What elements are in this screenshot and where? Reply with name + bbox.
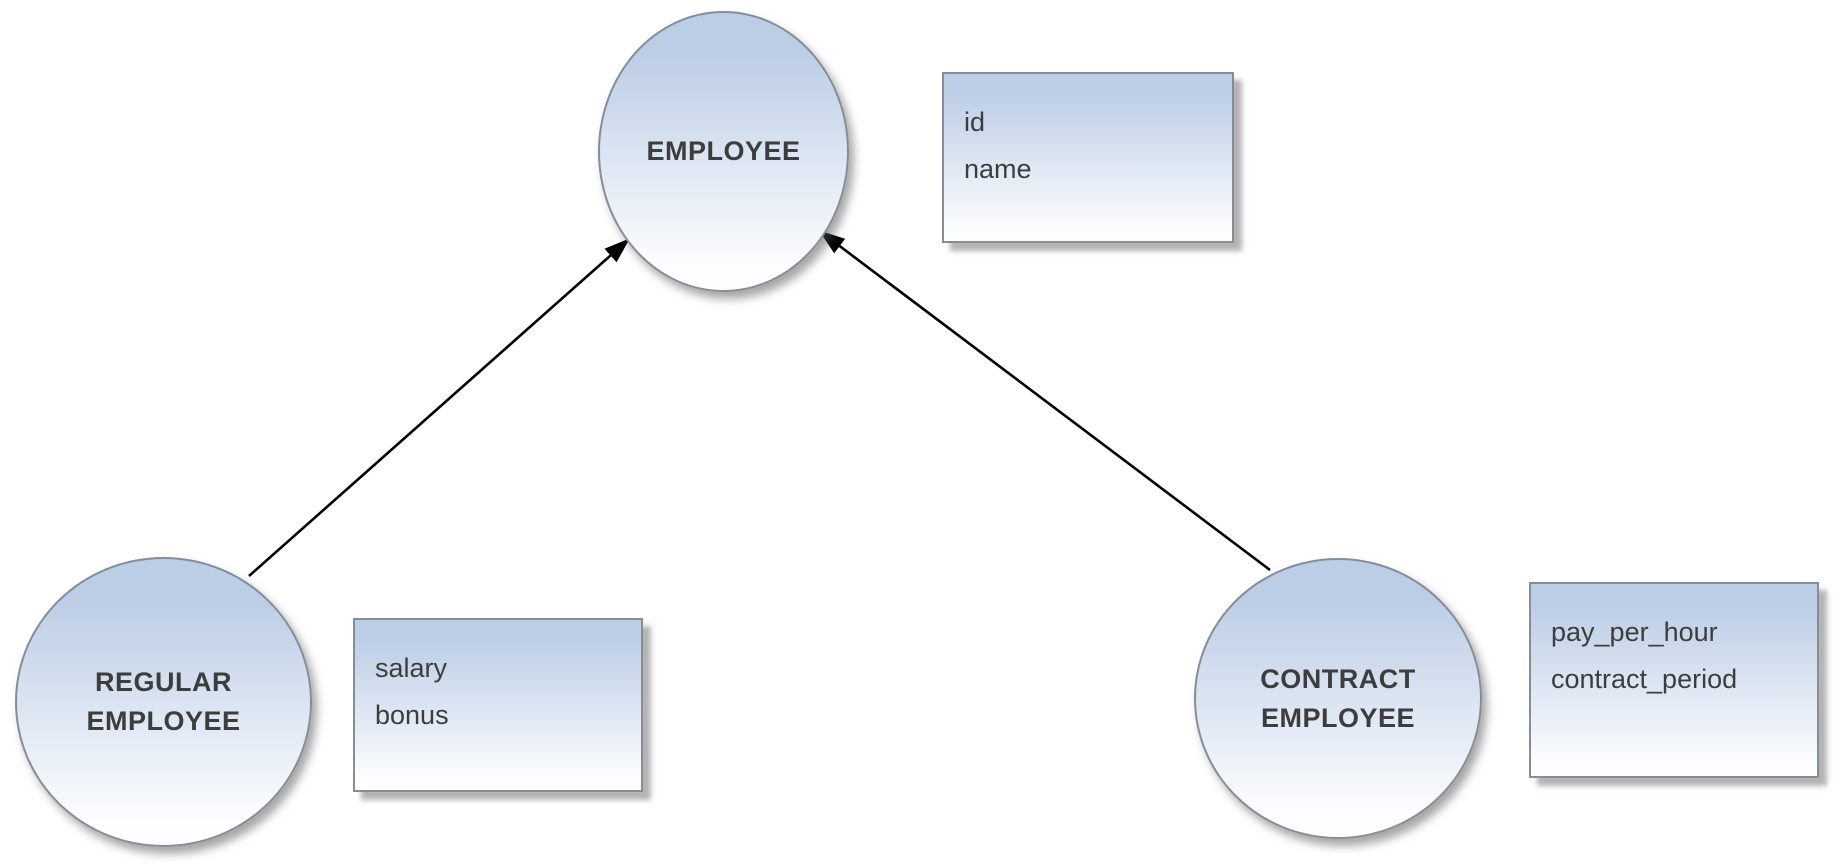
attribute-item: name bbox=[964, 154, 1032, 184]
attributes-box-contract-employee[interactable]: pay_per_hour contract_period bbox=[1529, 582, 1819, 778]
attribute-item: contract_period bbox=[1551, 664, 1738, 694]
edge-contract-to-employee[interactable] bbox=[818, 230, 1271, 572]
attribute-item: bonus bbox=[375, 700, 449, 730]
entity-label-regular-employee-line1: REGULAR bbox=[95, 667, 232, 697]
entity-node-employee[interactable]: EMPLOYEE bbox=[598, 11, 849, 292]
entity-label-regular-employee-line2: EMPLOYEE bbox=[86, 706, 241, 736]
entity-label-employee: EMPLOYEE bbox=[646, 136, 801, 166]
attributes-box-employee[interactable]: id name bbox=[942, 72, 1234, 243]
entity-node-contract-employee[interactable]: CONTRACT EMPLOYEE bbox=[1194, 558, 1482, 839]
entity-node-regular-employee[interactable]: REGULAR EMPLOYEE bbox=[15, 557, 312, 847]
entity-label-contract-employee-line1: CONTRACT bbox=[1260, 663, 1416, 694]
attribute-item: salary bbox=[375, 653, 448, 683]
attribute-item: id bbox=[964, 107, 986, 137]
edge-regular-to-employee[interactable] bbox=[248, 238, 630, 577]
attribute-item: pay_per_hour bbox=[1551, 617, 1718, 647]
entity-label-contract-employee-line2: EMPLOYEE bbox=[1260, 702, 1416, 733]
attributes-box-regular-employee[interactable]: salary bonus bbox=[353, 618, 643, 792]
